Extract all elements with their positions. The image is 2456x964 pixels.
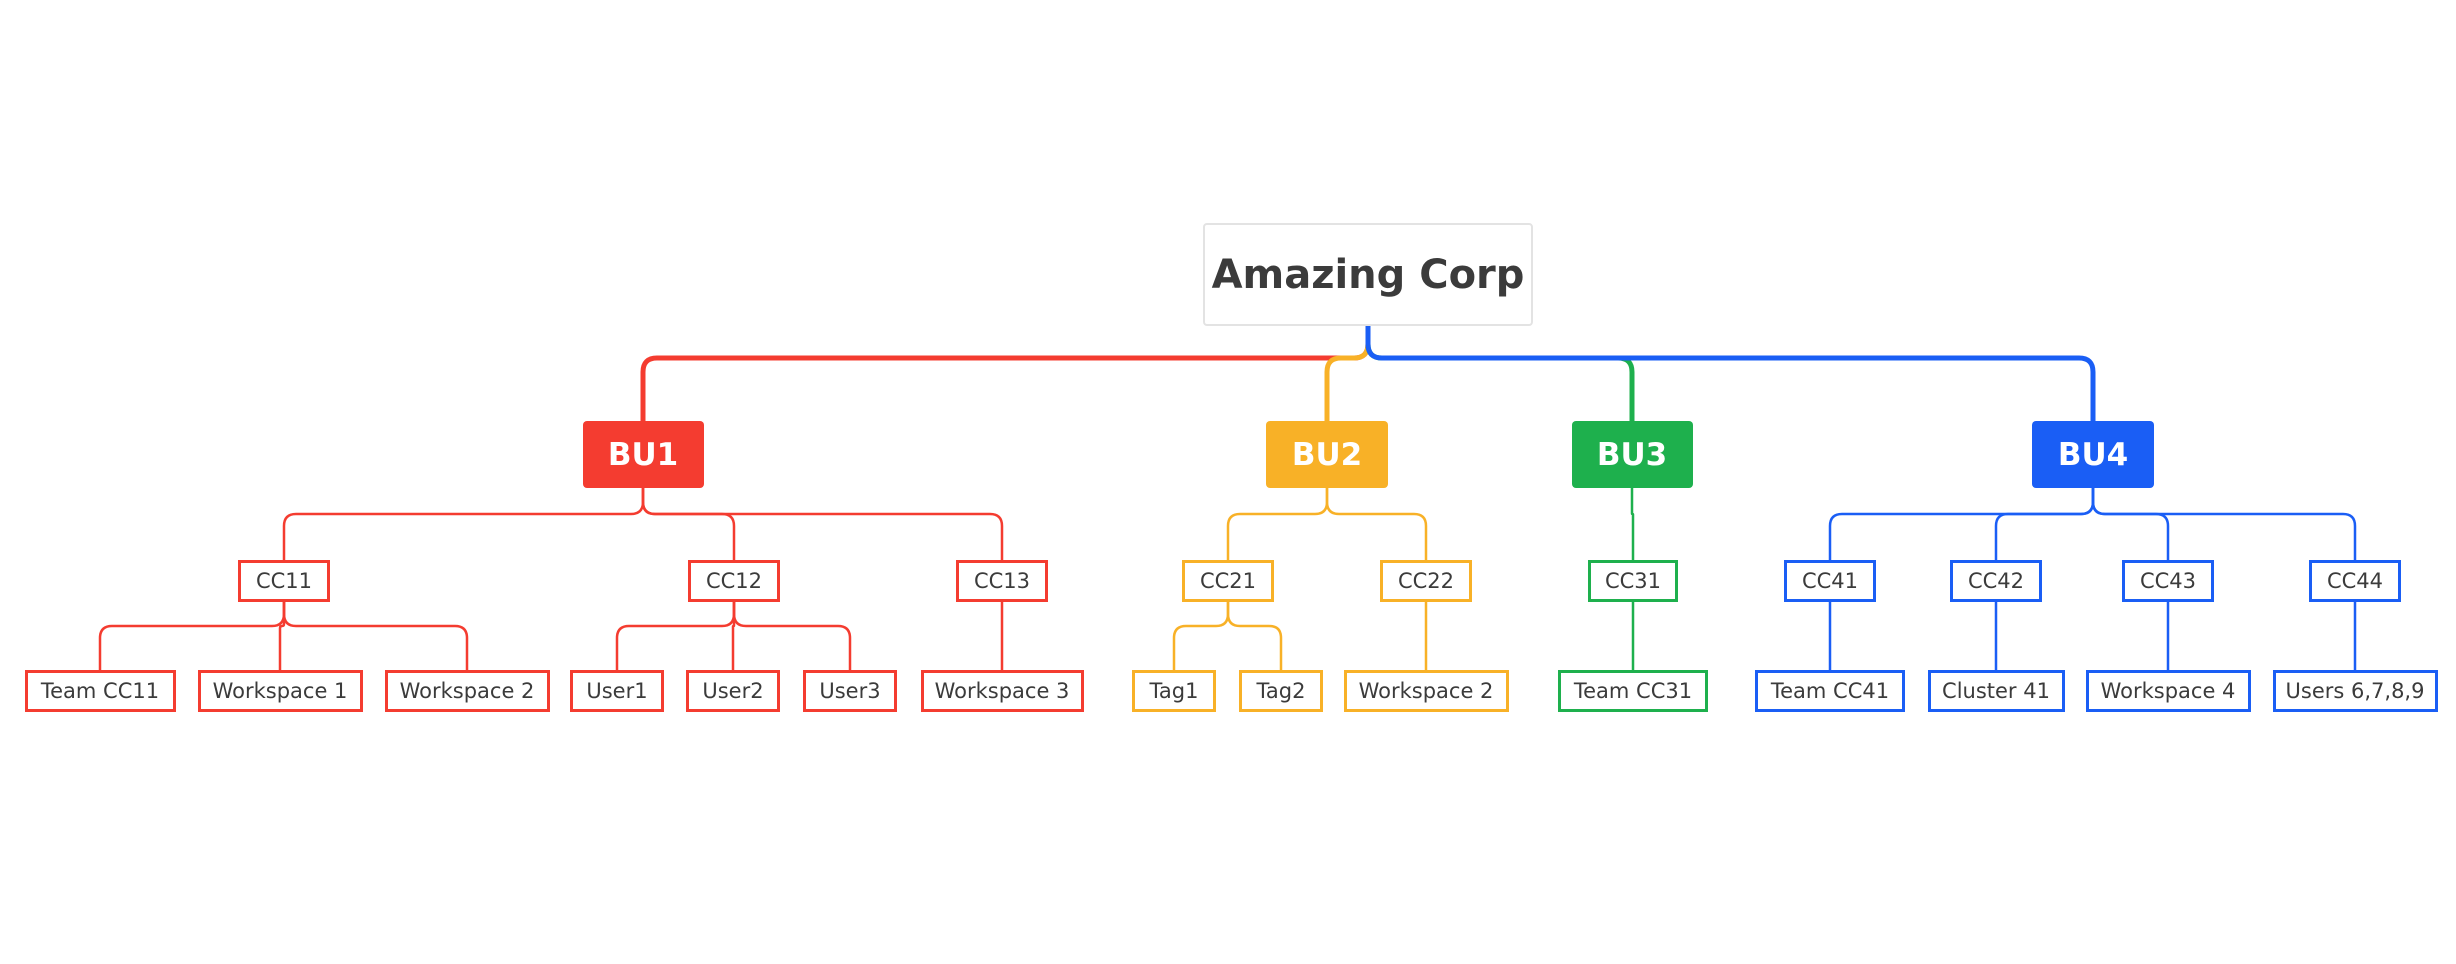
cc-node-cc12-label: CC12 (705, 569, 763, 593)
leaf-node-cc11-workspace-1[interactable]: Workspace 1 (197, 670, 363, 712)
link-root-bu4 (1365, 323, 2096, 424)
leaf-node-cc11-workspace-2[interactable]: Workspace 2 (384, 670, 550, 712)
link-cc12-user2 (731, 600, 736, 672)
cc-node-cc42-label: CC42 (1967, 569, 2025, 593)
bu-node-bu2[interactable]: BU2 (1266, 421, 1388, 488)
leaf-node-cc13-workspace-3-label: Workspace 3 (934, 679, 1070, 703)
leaf-node-cc44-users-6-7-8-9[interactable]: Users 6,7,8,9 (2272, 670, 2438, 712)
leaf-node-cc43-workspace-4[interactable]: Workspace 4 (2085, 670, 2251, 712)
cc-node-cc42[interactable]: CC42 (1950, 560, 2042, 602)
link-bu1-cc12 (641, 486, 736, 562)
leaf-node-cc22-workspace-2-label: Workspace 2 (1358, 679, 1494, 703)
link-cc21-tag2 (1226, 600, 1283, 672)
link-cc21-tag1 (1172, 600, 1230, 672)
leaf-node-cc11-team-cc11[interactable]: Team CC11 (24, 670, 176, 712)
link-bu4-cc43 (2091, 486, 2170, 562)
leaf-node-cc12-user2[interactable]: User2 (686, 670, 780, 712)
leaf-node-cc12-user1[interactable]: User1 (570, 670, 664, 712)
link-bu3-cc31 (1630, 486, 1635, 562)
cc-node-cc31[interactable]: CC31 (1588, 560, 1678, 602)
leaf-node-cc13-workspace-3[interactable]: Workspace 3 (920, 670, 1084, 712)
cc-node-cc31-label: CC31 (1604, 569, 1662, 593)
leaf-node-cc12-user3[interactable]: User3 (803, 670, 897, 712)
bu-node-bu4[interactable]: BU4 (2032, 421, 2154, 488)
leaf-node-cc12-user2-label: User2 (702, 679, 764, 703)
cc-node-cc41-label: CC41 (1801, 569, 1859, 593)
bu-node-bu1[interactable]: BU1 (582, 421, 704, 488)
link-root-bu3 (1365, 323, 1635, 424)
cc-node-cc22[interactable]: CC22 (1380, 560, 1472, 602)
root-node-amazing-corp-label: Amazing Corp (1211, 251, 1525, 298)
link-cc12-user1 (615, 600, 736, 672)
bu-node-bu1-label: BU1 (607, 436, 679, 473)
link-bu1-cc11 (282, 486, 645, 562)
link-cc12-user3 (732, 600, 852, 672)
leaf-node-cc21-tag1-label: Tag1 (1149, 679, 1199, 703)
leaf-node-cc21-tag1[interactable]: Tag1 (1132, 670, 1216, 712)
cc-node-cc43-label: CC43 (2139, 569, 2197, 593)
bu-node-bu3[interactable]: BU3 (1571, 421, 1693, 488)
link-cc11-workspace-1 (278, 600, 286, 672)
cc-node-cc44-label: CC44 (2326, 569, 2384, 593)
cc-node-cc22-label: CC22 (1397, 569, 1455, 593)
link-bu1-cc13 (641, 486, 1004, 562)
cc-node-cc44[interactable]: CC44 (2309, 560, 2401, 602)
leaf-node-cc31-team-cc31-label: Team CC31 (1573, 679, 1693, 703)
leaf-node-cc42-cluster-41-label: Cluster 41 (1942, 679, 2050, 703)
leaf-node-cc12-user1-label: User1 (586, 679, 648, 703)
link-bu4-cc44 (2091, 486, 2357, 562)
cc-node-cc43[interactable]: CC43 (2122, 560, 2214, 602)
cc-node-cc11[interactable]: CC11 (238, 560, 330, 602)
link-bu4-cc42 (1994, 486, 2095, 562)
link-bu2-cc22 (1325, 486, 1428, 562)
leaf-node-cc21-tag2-label: Tag2 (1256, 679, 1306, 703)
link-root-bu1 (640, 323, 1371, 424)
leaf-node-cc11-workspace-1-label: Workspace 1 (212, 679, 348, 703)
leaf-node-cc12-user3-label: User3 (819, 679, 881, 703)
leaf-node-cc42-cluster-41[interactable]: Cluster 41 (1927, 670, 2065, 712)
bu-node-bu2-label: BU2 (1291, 436, 1363, 473)
leaf-node-cc11-team-cc11-label: Team CC11 (40, 679, 160, 703)
link-bu4-cc41 (1828, 486, 2095, 562)
cc-node-cc13[interactable]: CC13 (956, 560, 1048, 602)
link-root-bu2 (1324, 323, 1371, 424)
cc-node-cc21[interactable]: CC21 (1182, 560, 1274, 602)
cc-node-cc12[interactable]: CC12 (688, 560, 780, 602)
leaf-node-cc31-team-cc31[interactable]: Team CC31 (1558, 670, 1708, 712)
leaf-node-cc22-workspace-2[interactable]: Workspace 2 (1343, 670, 1509, 712)
cc-node-cc41[interactable]: CC41 (1784, 560, 1876, 602)
leaf-node-cc43-workspace-4-label: Workspace 4 (2100, 679, 2236, 703)
leaf-node-cc21-tag2[interactable]: Tag2 (1239, 670, 1323, 712)
link-cc11-workspace-2 (282, 600, 469, 672)
cc-node-cc11-label: CC11 (255, 569, 313, 593)
link-cc11-team-cc11 (98, 600, 286, 672)
leaf-node-cc41-team-cc41-label: Team CC41 (1770, 679, 1890, 703)
leaf-node-cc11-workspace-2-label: Workspace 2 (399, 679, 535, 703)
root-node-amazing-corp[interactable]: Amazing Corp (1203, 223, 1533, 326)
cc-node-cc21-label: CC21 (1199, 569, 1257, 593)
bu-node-bu3-label: BU3 (1596, 436, 1668, 473)
leaf-node-cc44-users-6-7-8-9-label: Users 6,7,8,9 (2285, 679, 2425, 703)
bu-node-bu4-label: BU4 (2057, 436, 2129, 473)
link-bu2-cc21 (1226, 486, 1329, 562)
leaf-node-cc41-team-cc41[interactable]: Team CC41 (1755, 670, 1905, 712)
cc-node-cc13-label: CC13 (973, 569, 1031, 593)
